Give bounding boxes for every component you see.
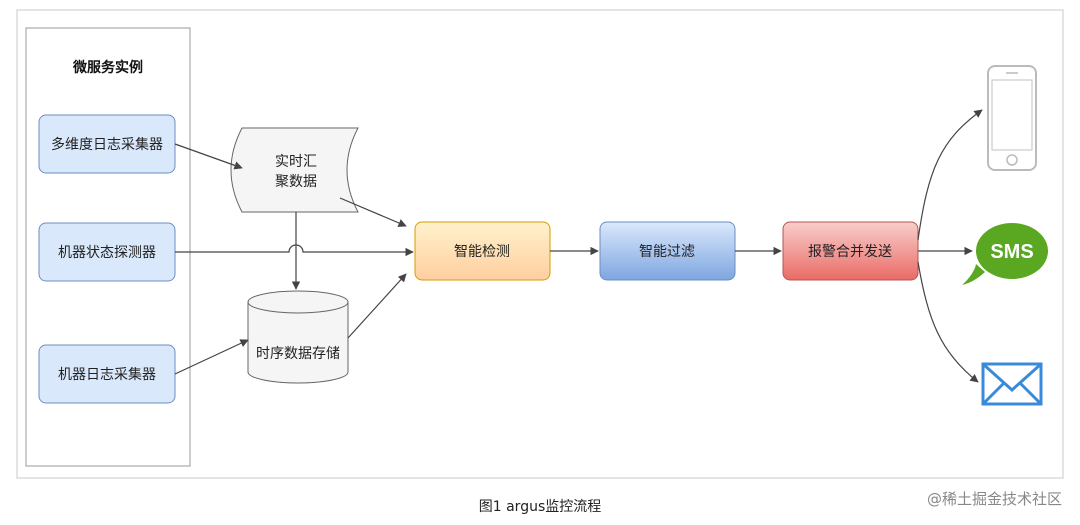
sms-icon: SMS [962, 223, 1048, 285]
aggregate-label-line1: 实时汇 [275, 154, 317, 170]
site-watermark: @稀土掘金技术社区 [926, 490, 1062, 508]
edge-aggregate-to-detect [339, 197, 407, 227]
edge-storage-to-detect [347, 273, 407, 339]
collector-label: 机器日志采集器 [58, 366, 156, 383]
step-label: 智能过滤 [639, 244, 695, 260]
figure-caption: 图1 argus监控流程 [478, 499, 602, 515]
diagram-frame [16, 9, 1064, 479]
step-label: 智能检测 [454, 244, 510, 260]
edge-log-to-storage [174, 339, 249, 375]
collector-label: 机器状态探测器 [58, 245, 156, 261]
sms-label: SMS [990, 241, 1033, 263]
mail-icon [981, 362, 1043, 406]
step-label: 报警合并发送 [808, 244, 892, 260]
edge-probe-to-detect [175, 244, 414, 257]
edge-alert-to-phone [917, 109, 983, 241]
phone-icon [987, 65, 1037, 171]
group-title: 微服务实例 [72, 59, 143, 76]
edge-alert-to-mail [917, 261, 979, 383]
aggregate-label-line2: 聚数据 [275, 174, 317, 190]
storage-label: 时序数据存储 [256, 346, 340, 362]
edge-collector-to-aggregate [174, 143, 243, 170]
aggregate-node [230, 127, 359, 213]
storage-node [247, 290, 349, 384]
collector-label: 多维度日志采集器 [51, 136, 163, 153]
